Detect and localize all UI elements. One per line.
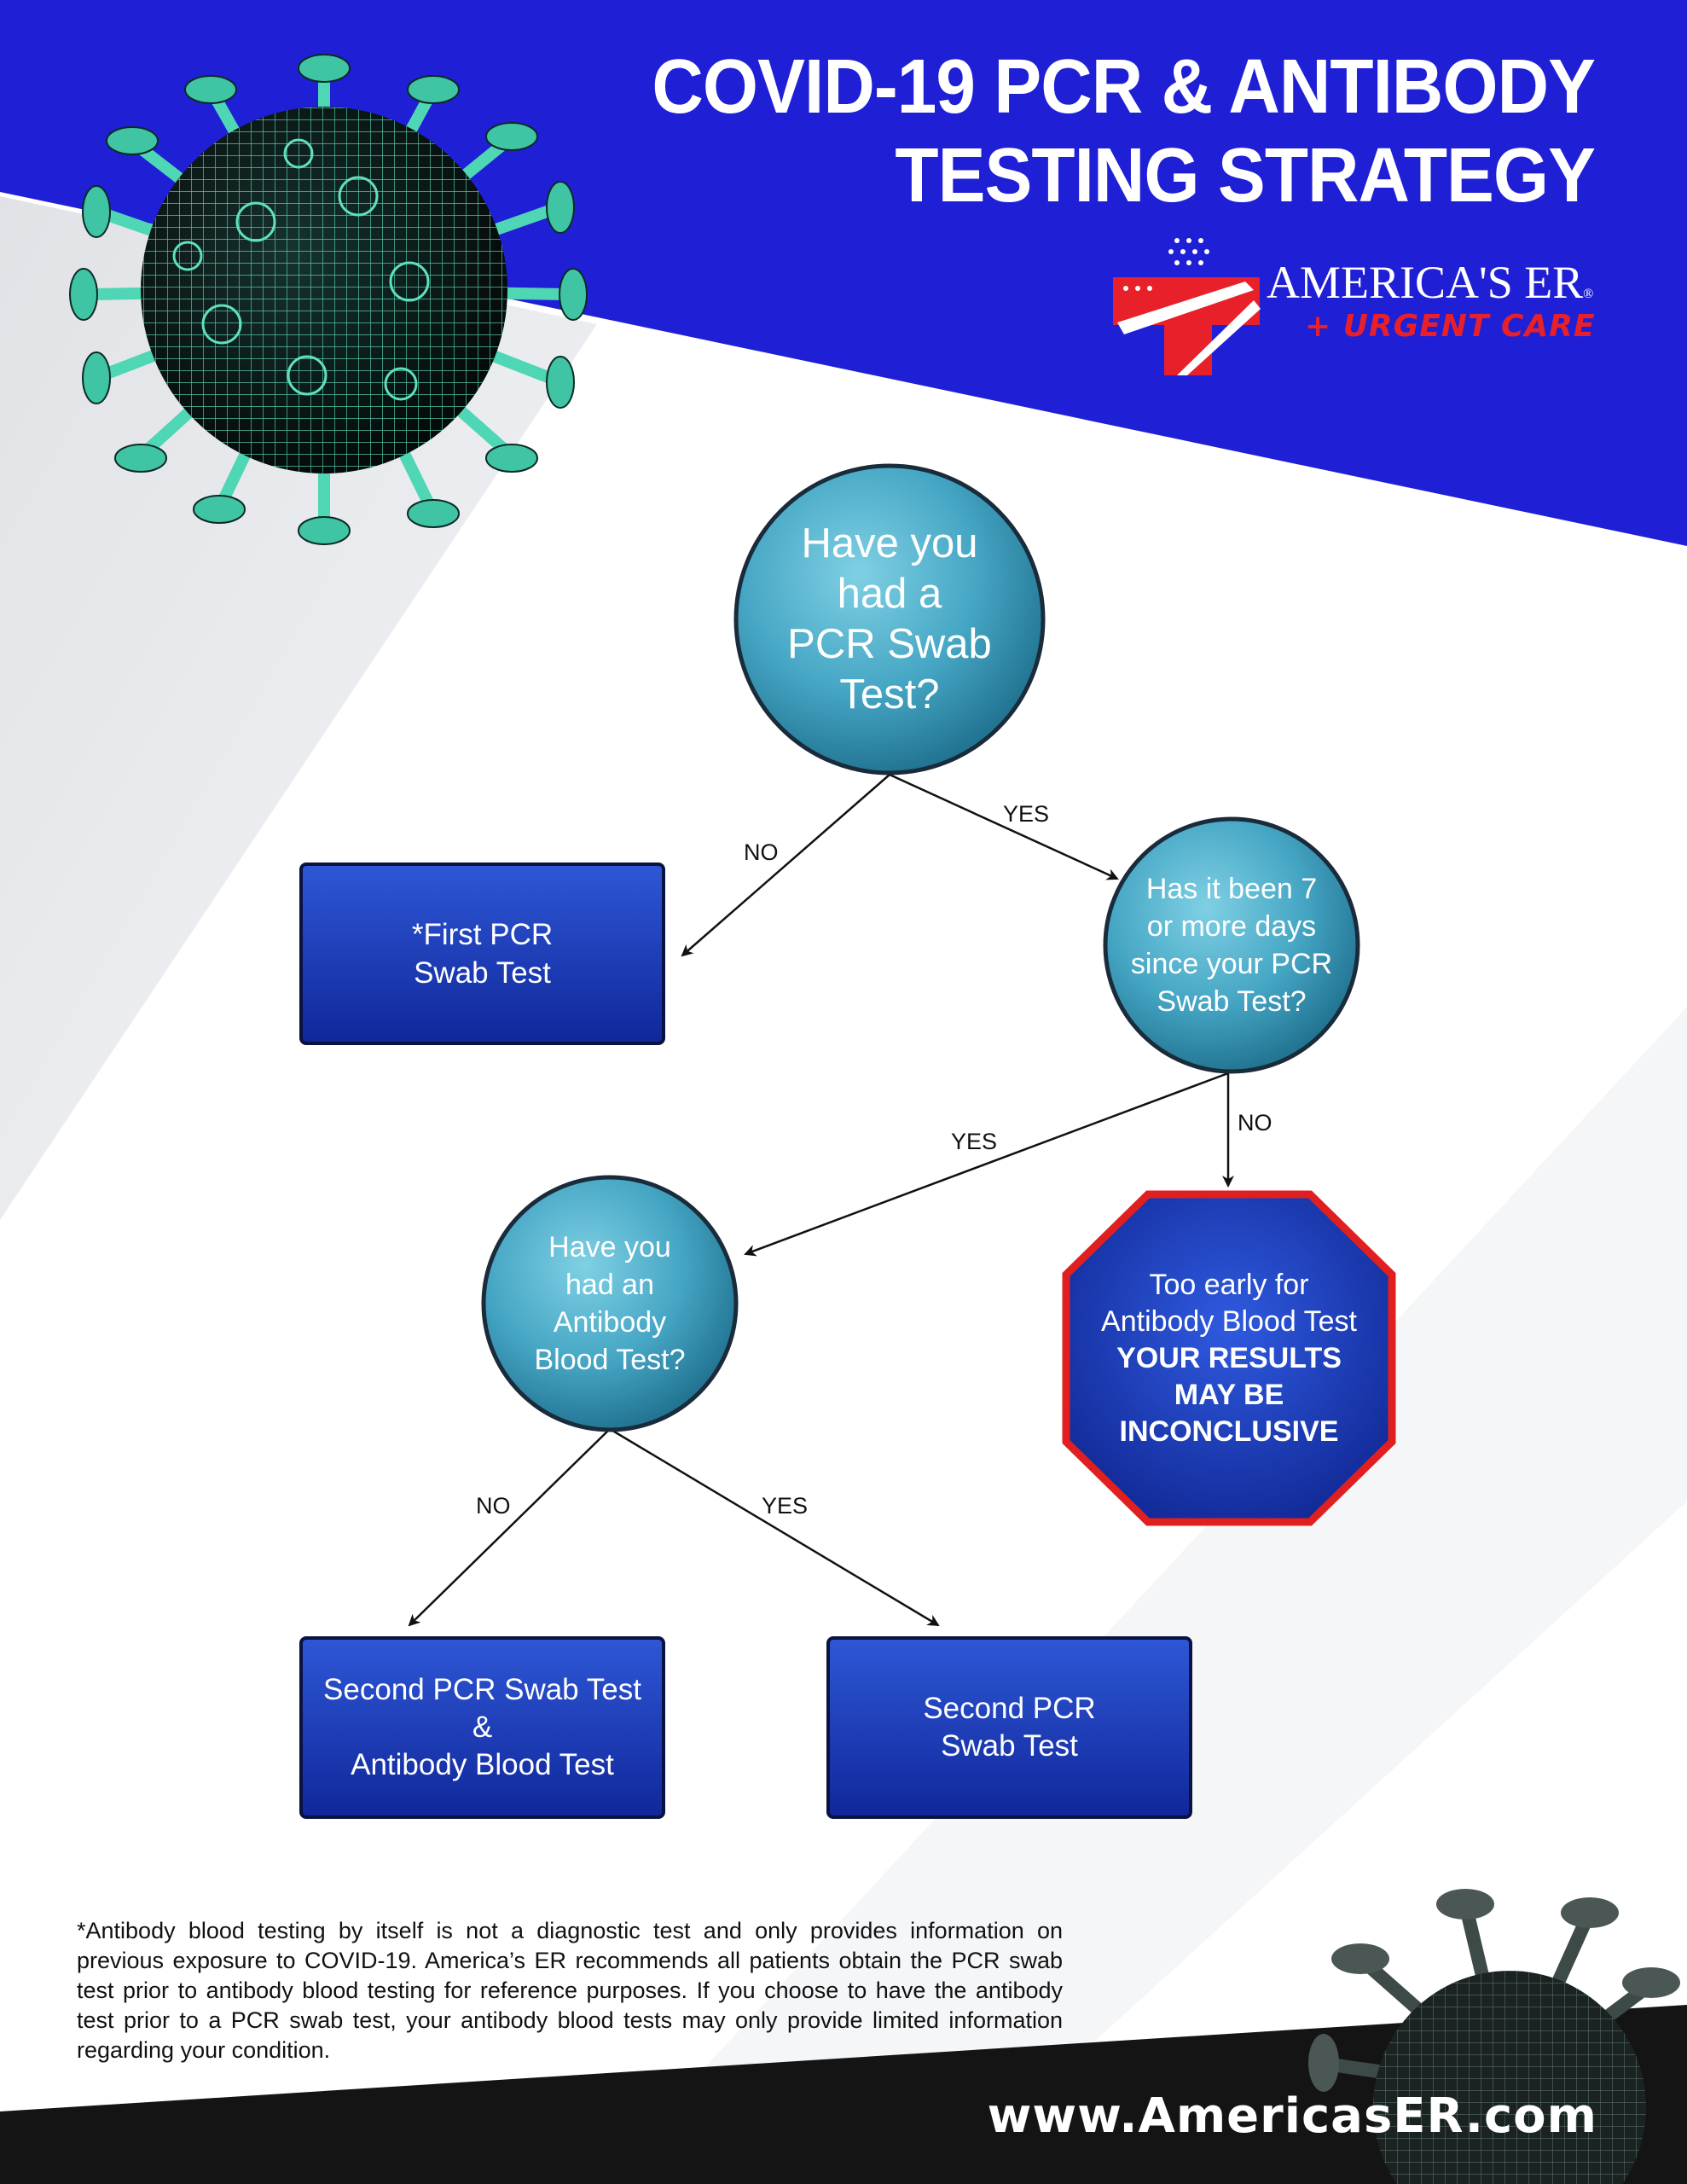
flow-connectors (408, 773, 1234, 1627)
node-second-pcr-antibody: Second PCR Swab Test & Antibody Blood Te… (323, 1673, 641, 1781)
virus-illustration (69, 54, 588, 545)
footer-band (0, 2005, 1687, 2184)
box-first-pcr (299, 863, 665, 1045)
label-antibody-yes: YES (762, 1493, 809, 1519)
logo-reg-mark: ® (1583, 287, 1594, 301)
virus-illustration-footer (1308, 1889, 1680, 2184)
box-second-pcr (826, 1636, 1192, 1819)
circle-q-pcr (733, 463, 1046, 775)
footnote: *Antibody blood testing by itself is not… (77, 1918, 1063, 2063)
node-stop-too-early: Too early for Antibody Blood Test YOUR R… (1075, 1203, 1383, 1513)
stop-line-3: YOUR RESULTS (1116, 1341, 1342, 1374)
page-title: COVID-19 PCR & ANTIBODY TESTING STRATEGY (643, 43, 1596, 220)
node-q-seven-days: Has it been 7 or more days since your PC… (1130, 873, 1333, 1018)
title-line-2: TESTING STRATEGY (895, 133, 1596, 218)
stop-line-4: MAY BE (1174, 1378, 1284, 1411)
label-days-no: NO (1238, 1110, 1272, 1136)
label-pcr-yes: YES (1003, 801, 1050, 827)
circle-q-antibody (481, 1175, 739, 1432)
stop-line-2: Antibody Blood Test (1101, 1304, 1357, 1338)
stop-line-5: INCONCLUSIVE (1119, 1414, 1339, 1448)
logo-name: AMERICA'S ER® (1267, 256, 1593, 309)
title-line-1: COVID-19 PCR & ANTIBODY (652, 44, 1596, 130)
box-second-pcr-antibody (299, 1636, 665, 1819)
grey-band-right (597, 1007, 1687, 2184)
label-days-yes: YES (951, 1129, 998, 1154)
edge-antibody-yes (609, 1427, 940, 1627)
edge-antibody-no (408, 1428, 611, 1627)
logo-emblem (1113, 238, 1261, 375)
label-antibody-no: NO (476, 1493, 511, 1519)
node-first-pcr: *First PCR Swab Test (411, 918, 554, 990)
edge-pcr-yes (889, 773, 1119, 880)
stop-line-1: Too early for (1149, 1268, 1309, 1301)
website-url: www.AmericasER.com (987, 2088, 1597, 2144)
label-pcr-no: NO (744, 839, 779, 865)
edge-days-yes (744, 1072, 1229, 1257)
node-q-pcr: Have you had a PCR Swab Test? (787, 520, 992, 717)
node-q-antibody: Have you had an Antibody Blood Test? (534, 1231, 686, 1376)
logo-tagline: + URGENT CARE (1305, 309, 1596, 344)
node-shapes (299, 463, 1396, 1819)
node-second-pcr: Second PCR Swab Test (923, 1692, 1096, 1763)
americas-er-logo: AMERICA'S ER® + URGENT CARE (1113, 230, 1608, 384)
edge-pcr-no (681, 774, 890, 957)
logo-name-text: AMERICA'S ER (1267, 257, 1584, 308)
circle-q-seven-days (1103, 816, 1360, 1074)
stop-octagon (1062, 1190, 1396, 1526)
